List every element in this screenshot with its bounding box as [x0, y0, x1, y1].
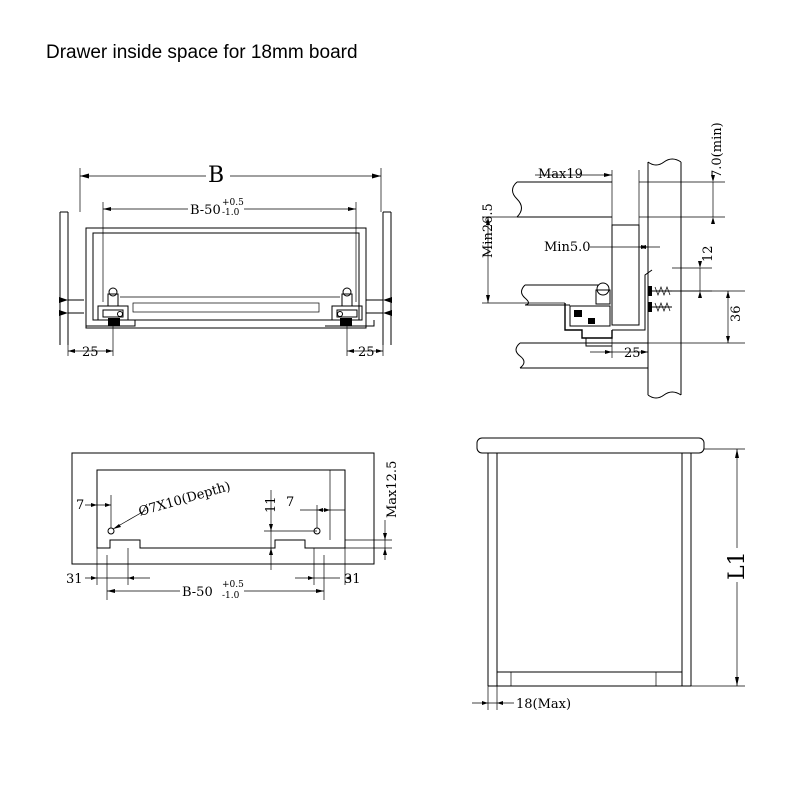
upper-board — [512, 181, 612, 218]
side-view: Max19 Min5.0 Min26.5 7.0(min) — [481, 122, 745, 399]
drawer-front-board — [611, 224, 640, 326]
drawer-front-top — [476, 437, 705, 454]
page-title: Drawer inside space for 18mm board — [46, 42, 358, 63]
hole-spec-label: Ø7X10(Depth) — [137, 479, 232, 520]
bottom-tol-upper: +0.5 — [222, 580, 244, 590]
left-offset-label: 25 — [82, 345, 99, 360]
drawer-sides — [487, 453, 692, 687]
max-height-dimension: Max12.5 — [345, 461, 400, 560]
min5-dimension: Min5.0 — [544, 240, 660, 255]
left-margin-dimension: 31 — [66, 548, 150, 587]
lower-board — [521, 284, 598, 306]
top-min-dimension: 7.0(min) — [639, 122, 725, 224]
max-height-label: Max12.5 — [385, 461, 400, 518]
hole-height-dimension: 11 — [264, 490, 317, 570]
length-dimension: L1 — [691, 448, 750, 687]
dim-12: 12 — [672, 245, 716, 298]
bottom-view: 7 Ø7X10(Depth) 11 7 — [66, 452, 400, 601]
min26-dimension: Min26.5 — [481, 203, 612, 304]
drawer-box-front — [85, 227, 367, 329]
bottom-tol-lower: -1.0 — [222, 591, 240, 601]
bottom-width-label: B-50 — [182, 585, 213, 600]
dim-36-label: 36 — [729, 305, 744, 322]
bottom-board-outline — [71, 452, 375, 565]
right-margin-label: 31 — [344, 572, 361, 587]
left-runner-hardware — [86, 287, 136, 327]
hole-offset-dimension: 7 — [286, 495, 345, 528]
dim-36: 36 — [612, 290, 745, 344]
width-label: B — [208, 163, 224, 188]
front-max-dimension: 18(Max) — [472, 686, 571, 712]
right-side-panel — [382, 211, 392, 345]
width-dimension-b: B — [79, 160, 382, 212]
inner-width-label: B-50 — [190, 203, 221, 218]
hole-offset-label: 7 — [286, 495, 294, 510]
front-max-label: 18(Max) — [516, 697, 571, 712]
inner-width-dimension: B-50 +0.5 -1.0 — [102, 197, 357, 302]
left-edge-label: 7 — [76, 498, 84, 513]
dim-12-label: 12 — [701, 245, 716, 262]
left-offset-dimension: 25 — [67, 320, 114, 360]
length-view: L1 18(Max) — [472, 437, 750, 712]
hole-height-label: 11 — [264, 496, 279, 513]
top-min-label: 7.0(min) — [710, 122, 725, 178]
right-runner-hardware — [325, 287, 375, 327]
hole-spec-callout: Ø7X10(Depth) — [112, 479, 232, 530]
max19-dimension: Max19 — [535, 167, 640, 225]
left-side-panel — [59, 211, 69, 345]
min26-label: Min26.5 — [481, 203, 496, 258]
bottom-width-dimension: B-50 +0.5 -1.0 — [106, 555, 325, 601]
length-label: L1 — [725, 551, 750, 580]
side-bottom-dimension: 25 — [590, 338, 649, 361]
left-edge-dimension: 7 — [76, 495, 112, 528]
runner-profile — [564, 269, 653, 347]
tolerance-lower: -1.0 — [222, 208, 240, 218]
tolerance-upper: +0.5 — [222, 198, 244, 208]
side-screws — [648, 286, 672, 312]
front-view: B B-50 +0.5 -1.0 — [59, 160, 392, 360]
left-margin-label: 31 — [66, 572, 83, 587]
cabinet-panel — [647, 158, 682, 399]
right-offset-label: 25 — [358, 345, 375, 360]
max19-label: Max19 — [538, 167, 583, 182]
left-screws — [59, 297, 84, 316]
right-screws — [366, 297, 392, 316]
right-offset-dimension: 25 — [346, 320, 384, 360]
min5-label: Min5.0 — [544, 240, 591, 255]
right-margin-dimension: 31 — [295, 548, 361, 587]
side-bottom-label: 25 — [624, 346, 641, 361]
